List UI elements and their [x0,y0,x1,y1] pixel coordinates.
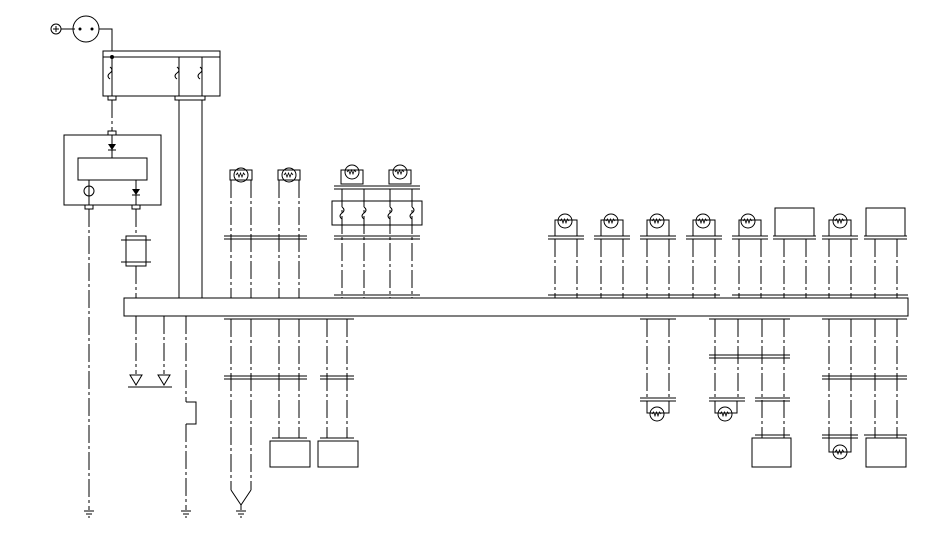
lamp-group-2 [331,164,423,298]
plug-block [317,440,359,468]
lamp-socket [828,213,852,237]
switch-block [331,200,423,226]
main-harness-bus [123,297,909,317]
contact-switch [185,316,197,510]
plug-block [269,440,311,468]
lamp-socket [714,400,738,422]
relay-control-module [63,130,162,210]
lower-left-group [224,318,359,506]
lamp-group-3 [548,207,908,298]
lamp-socket [388,164,412,185]
ground-arrows [128,316,172,388]
lamp-socket [600,213,624,237]
fuse-box [102,50,221,101]
lamp-socket [646,400,670,422]
plug-block [751,437,792,468]
lamp-socket [646,213,670,237]
plug-block [865,207,906,237]
inline-connector [121,235,151,267]
lamp-socket [277,167,301,183]
plug-block [865,437,907,468]
plug-block [774,207,815,237]
ground-symbol [181,510,191,518]
lamp-socket [340,164,364,185]
lower-right-group [640,318,907,468]
lamp-group-1 [224,167,307,298]
ground-symbol [84,510,94,518]
lamp-socket [828,437,852,460]
lamp-socket [692,213,716,237]
lamp-socket [229,167,253,183]
lamp-socket [738,213,762,237]
lamp-socket [554,213,578,237]
battery-symbol [50,15,113,52]
ground-symbol [236,505,246,518]
